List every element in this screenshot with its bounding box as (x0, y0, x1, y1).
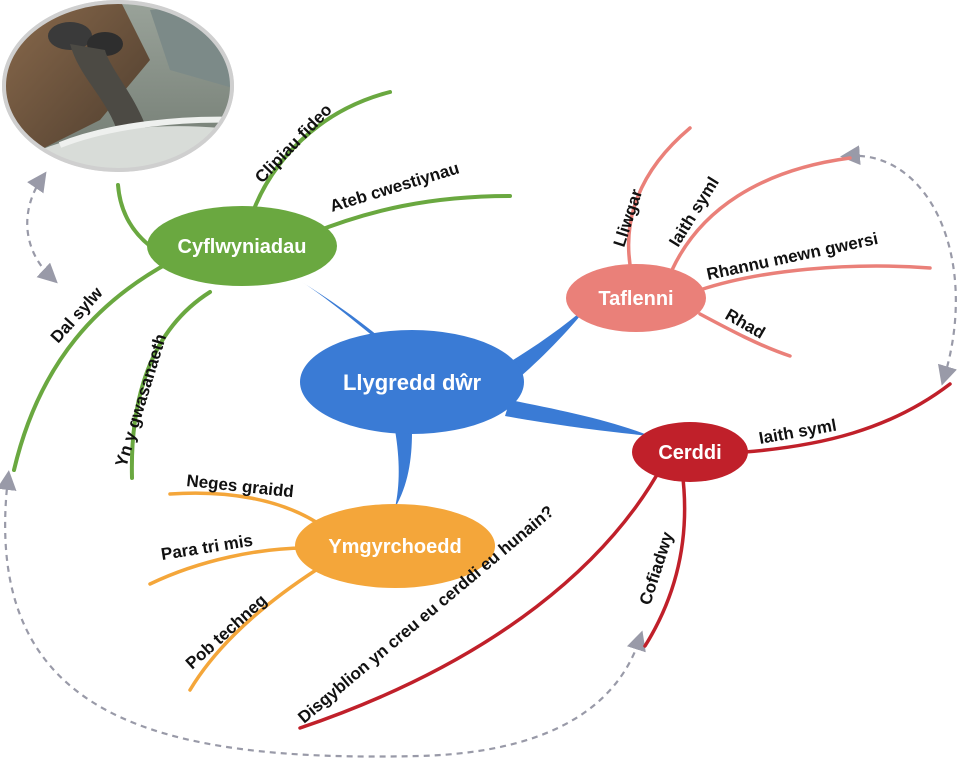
polluted-water-pipe-photo (2, 0, 234, 172)
leaf-lliwgar: Lliwgar (610, 186, 647, 249)
leaf-clipiau-fideo: Clipiau fideo (251, 100, 336, 187)
node-taflenni: Taflenni (566, 264, 706, 332)
taflenni-leaf-lines (626, 126, 932, 358)
leaf-iaith-syml-cerddi: Iaith syml (757, 416, 838, 448)
svg-text:Ymgyrchoedd: Ymgyrchoedd (328, 536, 461, 558)
leaf-rhannu-mewn-gwersi: Rhannu mewn gwersi (705, 229, 880, 284)
leaf-para-tri-mis: Para tri mis (160, 531, 254, 564)
svg-text:Cerddi: Cerddi (658, 442, 721, 464)
connector-photo-dalsylw (26, 171, 58, 284)
node-center: Llygredd dŵr (300, 330, 524, 434)
cerddi-leaf-lines (298, 382, 952, 730)
connector-taflenni-cerddi (840, 145, 957, 386)
svg-text:Taflenni: Taflenni (598, 288, 673, 310)
node-cerddi: Cerddi (632, 422, 748, 482)
node-ymgyrchoedd: Ymgyrchoedd (295, 504, 495, 588)
center-links (302, 282, 650, 508)
svg-text:Cyflwyniadau: Cyflwyniadau (178, 236, 307, 258)
svg-text:Llygredd dŵr: Llygredd dŵr (343, 370, 482, 395)
connector-arrows (0, 145, 957, 758)
ymgyrchoedd-leaf-lines (148, 491, 318, 692)
cyflwyniadau-leaf-lines (12, 90, 512, 480)
connector-bottom-loop (0, 470, 646, 758)
leaf-yn-y-gwasanaeth: Yn y gwasanaeth (112, 332, 170, 469)
node-cyflwyniadau: Cyflwyniadau (147, 206, 337, 286)
leaf-pob-techneg: Pob techneg (182, 591, 271, 673)
